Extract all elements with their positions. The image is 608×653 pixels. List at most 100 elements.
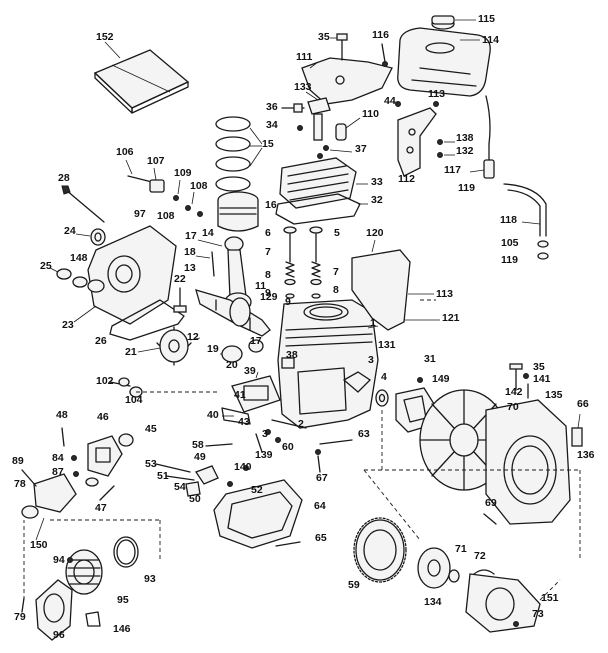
part-25-148 <box>49 267 88 288</box>
callout-7: 7 <box>265 246 271 258</box>
part-lifter-133 <box>305 91 331 141</box>
part-carb-float-89 <box>21 469 77 513</box>
part-air-cleaner-95 <box>65 549 103 595</box>
callout-9: 9 <box>285 296 291 308</box>
callout-119: 119 <box>501 254 518 266</box>
callout-1: 1 <box>370 317 376 329</box>
callout-104: 104 <box>125 394 143 406</box>
part-bracket-112 <box>395 101 455 177</box>
callout-129: 129 <box>260 291 278 303</box>
part-cam-19 <box>220 339 264 363</box>
callout-28: 28 <box>58 172 70 184</box>
part-governor-shaft-2 <box>265 419 307 443</box>
callout-22: 22 <box>174 273 186 285</box>
callout-140: 140 <box>234 461 252 473</box>
callout-5: 5 <box>334 227 340 239</box>
callout-78: 78 <box>14 478 26 490</box>
callout-12: 12 <box>187 331 199 343</box>
callout-67: 67 <box>316 472 328 484</box>
callout-37: 37 <box>355 143 367 155</box>
part-17 <box>197 239 223 247</box>
part-blower-housing-135 <box>485 399 571 525</box>
part-shroud-64 <box>213 479 303 549</box>
part-fuel-line-118 <box>503 183 549 260</box>
part-139-140-58 <box>205 433 263 471</box>
callout-52: 52 <box>251 484 263 496</box>
part-crankshaft-11 <box>195 289 271 337</box>
callout-142: 142 <box>505 386 523 398</box>
callout-94: 94 <box>53 554 65 566</box>
callout-64: 64 <box>314 500 326 512</box>
callout-109: 109 <box>174 167 192 179</box>
callout-20: 20 <box>226 359 238 371</box>
part-valve-keepers-37 <box>317 145 353 159</box>
callout-9: 9 <box>265 287 271 299</box>
callout-69: 69 <box>485 497 497 509</box>
callout-141: 141 <box>533 373 551 385</box>
callout-97: 97 <box>134 208 146 220</box>
callout-23: 23 <box>62 319 74 331</box>
callout-73: 73 <box>532 608 544 620</box>
callout-146: 146 <box>113 623 131 635</box>
callout-136: 136 <box>577 449 595 461</box>
callout-46: 46 <box>97 411 109 423</box>
callout-4: 4 <box>381 371 387 383</box>
part-38 <box>281 357 295 369</box>
callout-95: 95 <box>117 594 129 606</box>
part-breather-39 <box>231 371 281 413</box>
part-gasket-26 <box>109 299 185 341</box>
part-screw-116 <box>381 43 388 67</box>
callout-25: 25 <box>40 260 52 272</box>
part-78-150 <box>21 505 45 541</box>
part-governor-107 <box>125 159 203 217</box>
callout-39: 39 <box>244 365 256 377</box>
part-3 <box>342 371 372 393</box>
callout-114: 114 <box>482 34 499 46</box>
part-66-136 <box>571 413 583 447</box>
part-40-43 <box>221 407 251 425</box>
callout-19: 19 <box>207 343 219 355</box>
callout-113: 113 <box>428 88 445 100</box>
part-starter-gear-59 <box>353 517 407 583</box>
callout-116: 116 <box>372 29 389 41</box>
callout-8: 8 <box>333 284 339 296</box>
part-bolt-36 <box>281 103 305 131</box>
part-48 <box>61 427 65 447</box>
callout-36: 36 <box>266 101 278 113</box>
callout-120: 120 <box>366 227 384 239</box>
callout-65: 65 <box>315 532 327 544</box>
callout-24: 24 <box>64 225 76 237</box>
part-screw-65 <box>275 541 301 547</box>
callout-59: 59 <box>348 579 360 591</box>
part-22 <box>173 287 187 313</box>
callout-2: 2 <box>298 418 304 430</box>
callout-135: 135 <box>545 389 563 401</box>
part-piston-rings-15 <box>215 116 263 192</box>
callout-45: 45 <box>145 423 157 435</box>
callout-115: 115 <box>478 13 495 25</box>
callout-111: 111 <box>296 51 313 63</box>
callout-131: 131 <box>378 339 396 351</box>
callout-47: 47 <box>95 502 107 514</box>
callout-148: 148 <box>70 252 88 264</box>
callout-105: 105 <box>501 237 519 249</box>
part-bolt-28 <box>61 185 105 223</box>
callout-16: 16 <box>265 199 277 211</box>
part-piston-14 <box>217 191 259 232</box>
part-plate-111 <box>301 57 393 105</box>
callout-106: 106 <box>116 146 134 158</box>
callout-17: 17 <box>250 335 262 347</box>
part-valves-5-6 <box>283 226 323 263</box>
callout-34: 34 <box>266 119 278 131</box>
callout-134: 134 <box>424 596 442 608</box>
callout-3: 3 <box>368 354 374 366</box>
callout-21: 21 <box>125 346 137 358</box>
callout-6: 6 <box>265 227 271 239</box>
part-63-67 <box>315 439 353 473</box>
callout-102: 102 <box>96 375 114 387</box>
part-starter-housing-151 <box>465 573 541 633</box>
callout-152: 152 <box>96 31 114 43</box>
callout-89: 89 <box>12 455 24 467</box>
